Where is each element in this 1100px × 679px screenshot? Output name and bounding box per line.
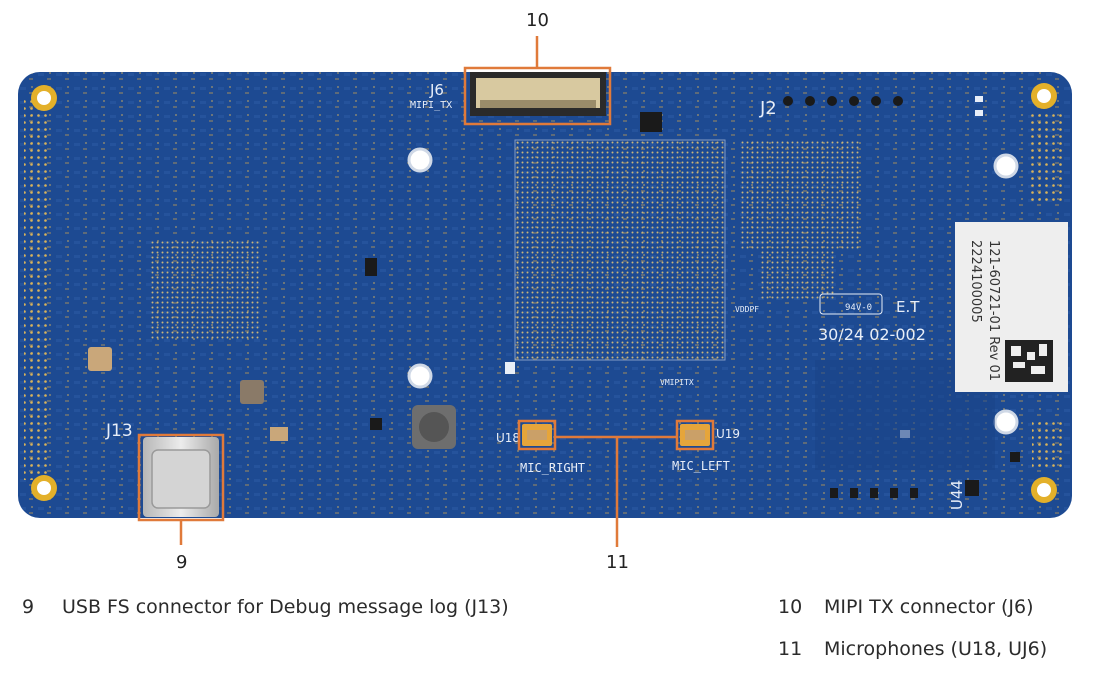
- mipi-tx-connector-j6: [470, 72, 606, 116]
- sticker-line1: 121-60721-01 Rev 01: [986, 240, 1001, 381]
- legend-number: 10: [778, 596, 803, 618]
- bga-right: [740, 140, 860, 250]
- silk-u44: U44: [948, 480, 966, 510]
- callout-10-marker: [463, 36, 612, 126]
- microphone-u18: [522, 424, 552, 446]
- legend-text: USB FS connector for Debug message log (…: [62, 596, 509, 618]
- silk-u18: U18: [496, 431, 520, 445]
- legend-item-9: 9 USB FS connector for Debug message log …: [22, 596, 509, 618]
- microphone-u19: [680, 424, 710, 446]
- silk-vddpf: VDDPF: [735, 305, 759, 314]
- silk-date-code: 30/24 02-002: [818, 325, 926, 344]
- mounting-holes: [31, 83, 1057, 503]
- via-field-left-edge: [24, 100, 48, 480]
- silk-mic-right: MIC_RIGHT: [520, 461, 585, 475]
- callout-number-9: 9: [176, 552, 188, 573]
- silk-j13: J13: [105, 421, 133, 441]
- usb-connector-j13: [143, 437, 219, 517]
- via-field-right-edge: [1030, 112, 1066, 202]
- silk-j6: J6: [429, 81, 444, 99]
- callout-9-marker: [137, 433, 225, 545]
- silk-j2: J2: [759, 98, 777, 119]
- silk-vmipitx: VMIPITX: [660, 378, 694, 387]
- legend-number: 9: [22, 596, 35, 618]
- callout-number-11: 11: [606, 552, 629, 573]
- legend-item-10: 10 MIPI TX connector (J6): [778, 596, 1034, 618]
- label-sticker: 121-60721-01 Rev 01 2224100005: [955, 222, 1068, 392]
- legend-number: 11: [778, 638, 803, 660]
- bga-left: [150, 240, 260, 340]
- sticker-line2: 2224100005: [968, 240, 983, 323]
- legend-text: Microphones (U18, UJ6): [824, 638, 1048, 660]
- callout-number-10: 10: [526, 10, 549, 31]
- legend-item-11: 11 Microphones (U18, UJ6): [778, 638, 1047, 660]
- components: [88, 96, 1020, 498]
- silk-mipi-tx: MIPI_TX: [410, 100, 452, 111]
- callout-11-marker: [517, 419, 715, 547]
- silk-ul-mark: 94V-0: [845, 303, 872, 313]
- silk-et: E.T: [896, 298, 920, 316]
- via-field-right-lower: [1032, 418, 1064, 468]
- silk-mic-left: MIC_LEFT: [672, 459, 730, 473]
- legend-text: MIPI TX connector (J6): [824, 596, 1034, 618]
- bga-center: [515, 140, 725, 360]
- j2-header-pads: [783, 96, 903, 106]
- silk-u19: U19: [716, 427, 740, 441]
